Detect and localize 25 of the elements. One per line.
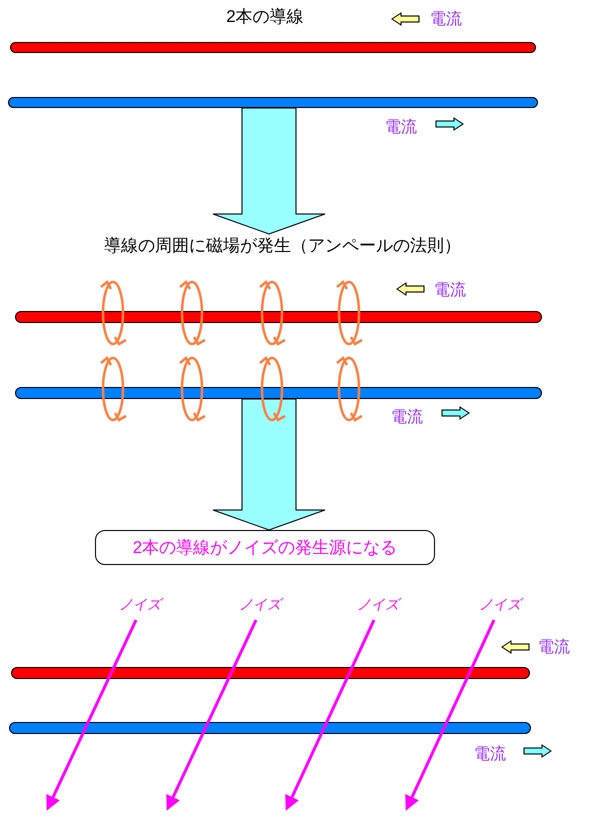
block-arrow: [212, 398, 326, 531]
wire: [15, 311, 542, 323]
wire: [10, 42, 536, 53]
arrow: [285, 619, 376, 811]
noise-label: ノイズ: [354, 594, 402, 614]
wire: [9, 722, 531, 734]
current-label: 電流: [430, 10, 462, 30]
current-label: 電流: [474, 744, 506, 765]
noise-label: ノイズ: [236, 594, 284, 614]
block-arrow: [212, 108, 326, 235]
callout-box: 2本の導線がノイズの発生源になる: [95, 530, 435, 565]
noise-label: ノイズ: [476, 594, 524, 614]
heading: 導線の周囲に磁場が発生（アンペールの法則）: [50, 234, 515, 258]
wire: [15, 387, 542, 399]
current-label: 電流: [434, 280, 466, 301]
arrow: [166, 619, 258, 811]
current-label: 電流: [385, 118, 417, 138]
heading: 2本の導線: [205, 5, 325, 29]
wire: [8, 97, 538, 108]
noise-label: ノイズ: [116, 594, 164, 614]
arrow: [46, 619, 138, 811]
current-label: 電流: [538, 638, 570, 658]
wire: [11, 667, 530, 679]
current-label: 電流: [391, 408, 423, 428]
arrow: [405, 619, 496, 811]
